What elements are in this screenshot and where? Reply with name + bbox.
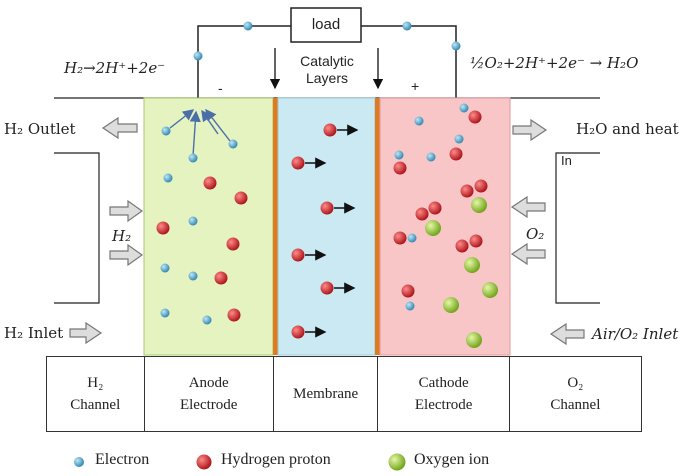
- cathode-particles: [393, 103, 498, 348]
- hydrogen-proton: [455, 239, 469, 253]
- h2o-out-arrow: [512, 118, 548, 142]
- migrating-proton: [320, 201, 356, 215]
- legend-electron-label: Electron: [95, 451, 150, 468]
- minus-sign: -: [218, 80, 223, 96]
- legend-proton-label: Hydrogen proton: [221, 451, 331, 468]
- plus-sign: +: [411, 78, 420, 94]
- electron: [160, 308, 170, 318]
- hydrogen-proton: [203, 176, 217, 190]
- hydrogen-proton: [234, 191, 248, 205]
- air-inlet-arrow: [549, 322, 585, 346]
- legend-electron-dot: [74, 457, 84, 467]
- electron: [426, 152, 436, 162]
- h2-inlet-label: H₂ Inlet: [4, 324, 64, 342]
- hydrogen-proton: [393, 161, 407, 175]
- oxygen-ion: [466, 332, 482, 348]
- hydrogen-proton: [469, 234, 483, 248]
- migrating-proton: [291, 248, 327, 262]
- load-box: [290, 7, 362, 43]
- electron: [459, 103, 469, 113]
- h2-outlet-label: H₂ Outlet: [4, 120, 76, 138]
- electron: [202, 315, 212, 325]
- cathode-catalytic-layer: [375, 98, 380, 355]
- hydrogen-proton: [415, 207, 429, 221]
- legend-oxygen-label: Oxygen ion: [414, 451, 490, 468]
- electron: [228, 139, 238, 149]
- hydrogen-proton: [449, 147, 463, 161]
- electron: [407, 233, 417, 243]
- oxygen-ion: [443, 297, 459, 313]
- electron: [161, 126, 171, 136]
- electron: [394, 150, 404, 160]
- electron: [414, 116, 424, 126]
- h2-channel-label: H₂: [112, 227, 132, 245]
- oxygen-ion: [425, 220, 441, 236]
- electron-release-arrows: [169, 108, 231, 157]
- h2o-heat-label: H₂O and heat: [576, 120, 679, 138]
- cathode-electrode: [379, 97, 511, 356]
- electron: [188, 271, 198, 281]
- channel-walls: [54, 152, 600, 304]
- anode-equation: H₂→2H⁺+2e⁻: [64, 59, 166, 77]
- circuit-electron: [193, 51, 203, 61]
- in-label: In: [561, 153, 572, 168]
- external-circuit: [197, 25, 457, 98]
- electron: [405, 301, 415, 311]
- circuit-electron: [243, 21, 253, 31]
- air-inlet-label: Air/O₂ Inlet: [592, 325, 679, 343]
- h2-in-arrow: [109, 199, 144, 223]
- hydrogen-proton: [227, 308, 241, 322]
- o2-in-arrow: [510, 242, 546, 266]
- migrating-proton: [320, 281, 356, 295]
- oxygen-ion: [482, 282, 498, 298]
- electron: [188, 153, 198, 163]
- electron: [454, 134, 464, 144]
- migrating-proton: [291, 325, 327, 339]
- migrating-proton: [323, 123, 359, 137]
- hydrogen-proton: [214, 271, 228, 285]
- hydrogen-proton: [393, 231, 407, 245]
- h2-outlet-arrow: [101, 116, 138, 140]
- electron: [163, 173, 173, 183]
- hydrogen-proton: [226, 237, 240, 251]
- hydrogen-proton: [460, 184, 474, 198]
- h2-inlet-arrow: [69, 321, 103, 345]
- anode-catalytic-layer: [273, 98, 278, 355]
- membrane-particles: [291, 123, 359, 339]
- circuit-electron: [451, 41, 461, 51]
- h2-in-arrow: [109, 243, 144, 267]
- electron: [160, 263, 170, 273]
- hydrogen-proton: [401, 284, 415, 298]
- hollow-arrows: [69, 116, 585, 346]
- oxygen-ion: [464, 257, 480, 273]
- electron: [188, 216, 198, 226]
- hydrogen-proton: [156, 221, 170, 235]
- hydrogen-proton: [474, 179, 488, 193]
- o2-in-arrow: [510, 195, 546, 219]
- anode-particles: [156, 126, 248, 325]
- membrane: [277, 97, 376, 356]
- hydrogen-proton: [468, 110, 482, 124]
- catalytic-arrows: [269, 48, 384, 90]
- catalytic-label-line1: Catalytic: [300, 53, 354, 69]
- legend-proton-dot: [196, 454, 212, 470]
- o2-channel-label: O₂: [526, 225, 545, 243]
- oxygen-ion: [471, 197, 487, 213]
- catalytic-label-line2: Layers: [305, 70, 349, 86]
- hydrogen-proton: [428, 201, 442, 215]
- cathode-equation: ½O₂+2H⁺+2e⁻ → H₂O: [470, 54, 639, 72]
- legend-oxygen-dot: [388, 453, 406, 471]
- table-cell-membrane: Membrane: [272, 356, 379, 432]
- migrating-proton: [291, 156, 327, 170]
- circuit-electron: [402, 21, 412, 31]
- load-label: load: [311, 16, 341, 33]
